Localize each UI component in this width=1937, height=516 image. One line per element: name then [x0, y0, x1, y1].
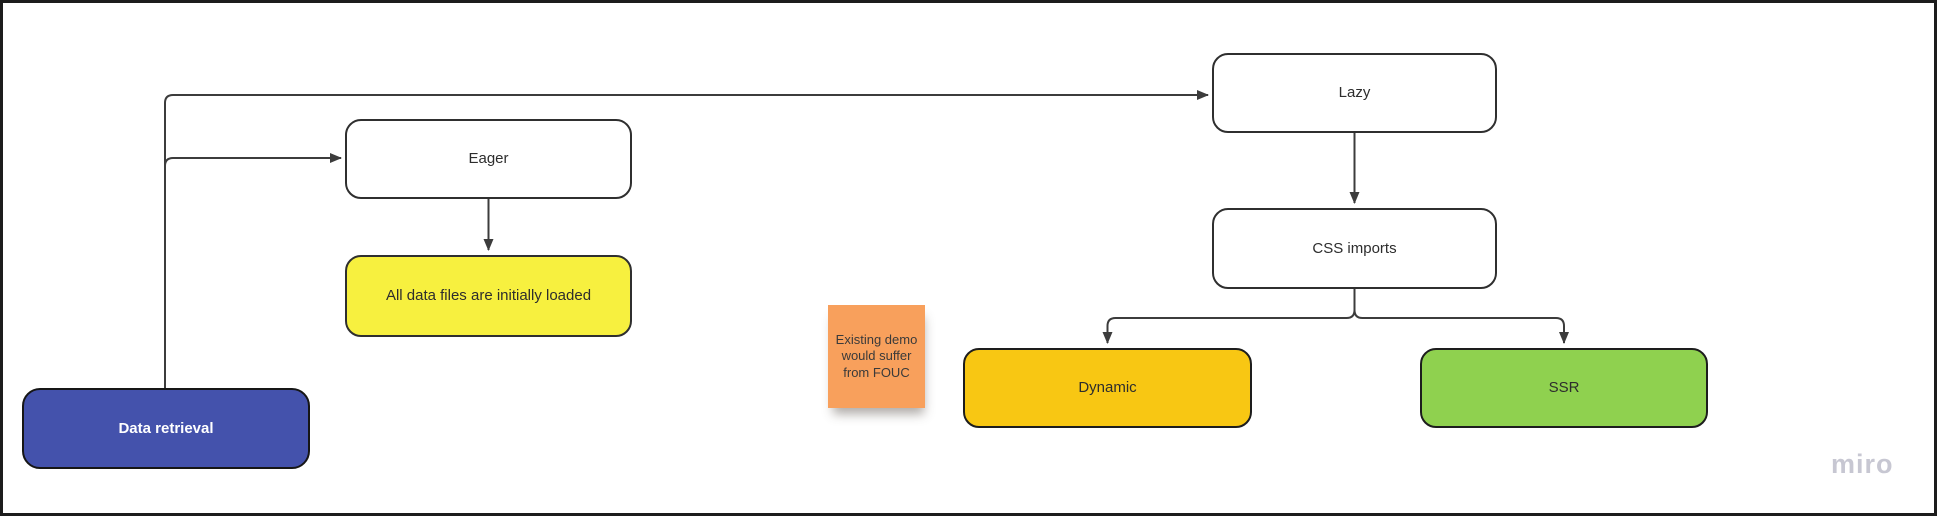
- node-all-data-files[interactable]: All data files are initially loaded: [345, 255, 632, 337]
- node-css-imports[interactable]: CSS imports: [1212, 208, 1497, 289]
- node-ssr[interactable]: SSR: [1420, 348, 1708, 428]
- sticky-note-text: Existing demo would suffer from FOUC: [835, 331, 918, 380]
- node-ssr-label: SSR: [1548, 379, 1580, 397]
- node-eager-label: Eager: [468, 150, 509, 168]
- node-data-retrieval[interactable]: Data retrieval: [22, 388, 310, 469]
- node-dynamic-label: Dynamic: [1078, 379, 1137, 397]
- miro-logo: miro: [1831, 449, 1894, 479]
- node-dynamic[interactable]: Dynamic: [963, 348, 1252, 428]
- connector-data-retrieval-eager[interactable]: [164, 153, 342, 388]
- node-lazy-label: Lazy: [1338, 84, 1371, 102]
- connector-css-imports-ssr[interactable]: [1353, 289, 1569, 344]
- connector-data-retrieval-lazy[interactable]: [164, 90, 1209, 388]
- node-all-data-files-label: All data files are initially loaded: [385, 287, 592, 305]
- node-lazy[interactable]: Lazy: [1212, 53, 1497, 133]
- node-eager[interactable]: Eager: [345, 119, 632, 199]
- sticky-note-fouc[interactable]: Existing demo would suffer from FOUC: [828, 305, 925, 408]
- node-css-imports-label: CSS imports: [1312, 239, 1397, 257]
- node-data-retrieval-label: Data retrieval: [118, 419, 214, 437]
- connector-css-imports-dynamic[interactable]: [1102, 289, 1356, 344]
